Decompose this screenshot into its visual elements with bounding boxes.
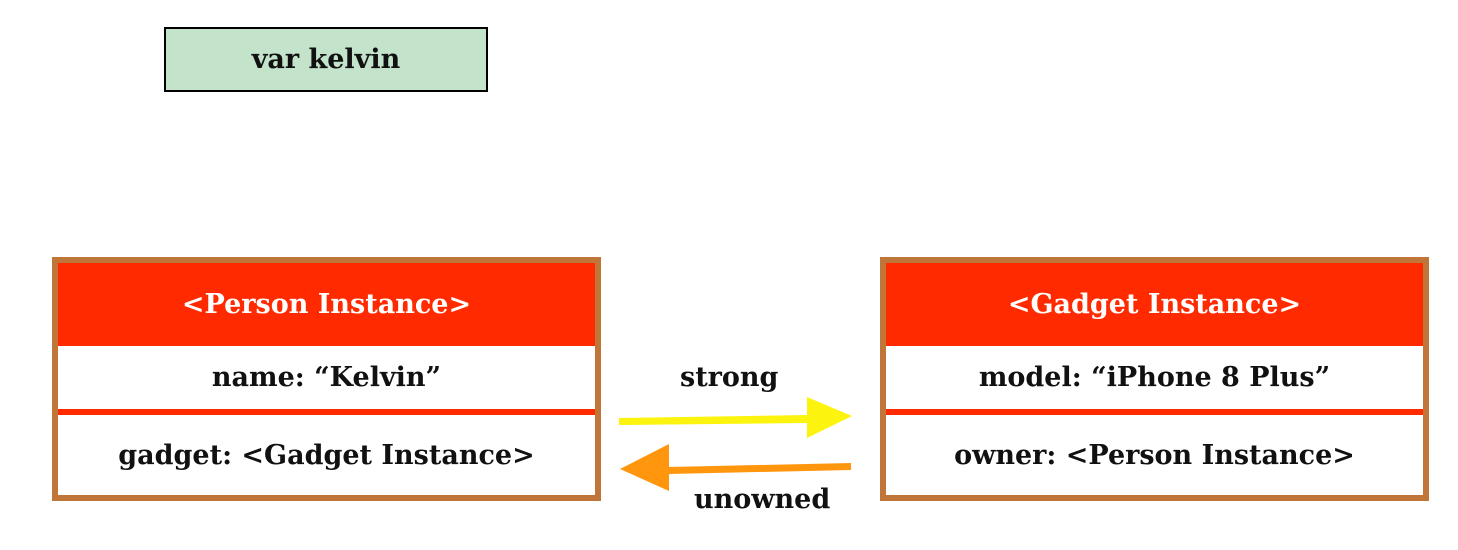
gadget-model-text: model: “iPhone 8 Plus” [978, 362, 1331, 393]
gadget-owner-property: owner: <Person Instance> [886, 415, 1423, 495]
gadget-instance-box: <Gadget Instance> model: “iPhone 8 Plus”… [880, 257, 1429, 501]
person-name-text: name: “Kelvin” [211, 362, 442, 393]
person-row-divider [58, 409, 595, 415]
strong-label: strong [680, 362, 779, 393]
strong-reference-arrow [619, 397, 852, 438]
gadget-instance-header: <Gadget Instance> [886, 263, 1423, 346]
variable-label: var kelvin [251, 44, 401, 75]
person-gadget-property: gadget: <Gadget Instance> [58, 415, 595, 495]
gadget-owner-text: owner: <Person Instance> [954, 439, 1355, 471]
unowned-reference-arrow [620, 444, 851, 491]
gadget-instance-title: <Gadget Instance> [1007, 289, 1302, 320]
variable-kelvin-box: var kelvin [164, 27, 488, 92]
unowned-label: unowned [694, 484, 831, 515]
person-instance-box: <Person Instance> name: “Kelvin” gadget:… [52, 257, 601, 501]
person-name-property: name: “Kelvin” [58, 346, 595, 409]
person-gadget-text: gadget: <Gadget Instance> [118, 439, 535, 471]
person-instance-title: <Person Instance> [181, 289, 472, 320]
person-instance-header: <Person Instance> [58, 263, 595, 346]
gadget-row-divider [886, 409, 1423, 415]
gadget-model-property: model: “iPhone 8 Plus” [886, 346, 1423, 409]
